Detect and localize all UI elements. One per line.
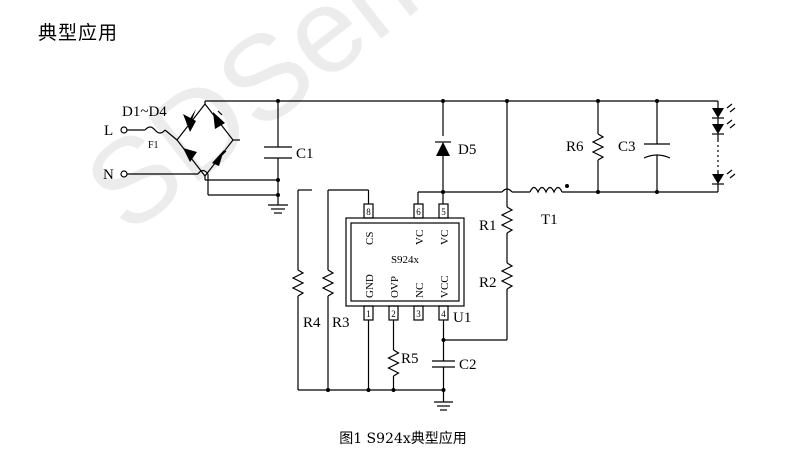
resistor-r6 (591, 133, 605, 161)
inductor-t1 (529, 186, 563, 194)
diode-d5 (436, 142, 450, 156)
ground-symbol-2 (434, 401, 453, 411)
bridge-rectifier (176, 103, 234, 177)
led-string (712, 101, 736, 192)
label-r2: R2 (479, 275, 497, 291)
label-r5: R5 (401, 351, 419, 367)
pin-ovp-label: OVP (389, 276, 401, 298)
resistor-r3 (321, 269, 335, 297)
label-r1: R1 (479, 218, 497, 234)
label-d5: D5 (458, 142, 476, 158)
section-heading: 典型应用 (38, 22, 119, 44)
ground-symbol (268, 204, 288, 214)
label-bridge: D1~D4 (122, 104, 167, 120)
label-fuse: F1 (148, 140, 159, 151)
resistor-r4 (291, 269, 305, 297)
resistor-r2 (500, 262, 514, 290)
label-c2: C2 (459, 357, 477, 373)
terminal-l (120, 126, 128, 134)
pin-8-number: 8 (366, 207, 371, 217)
pin-vcc-label: VCC (439, 275, 451, 298)
pin-4-number: 4 (441, 309, 446, 319)
resistor-r1 (500, 206, 514, 234)
terminal-n (120, 170, 128, 178)
resistor-r5 (387, 349, 400, 377)
pin-3-number: 3 (416, 309, 421, 319)
label-c3: C3 (618, 139, 636, 155)
ic-name: S924x (391, 254, 420, 266)
pin-vc-label-2: VC (439, 230, 451, 245)
label-c1: C1 (296, 146, 314, 162)
fuse-symbol (144, 126, 166, 134)
pin-1-number: 1 (366, 309, 371, 319)
pin-gnd-label: GND (364, 274, 376, 298)
pin-2-number: 2 (391, 309, 396, 319)
label-u1: U1 (453, 310, 471, 326)
figure-caption: 图1 S924x典型应用 (339, 431, 467, 447)
label-r3: R3 (332, 315, 350, 331)
pin-5-number: 5 (441, 207, 446, 217)
label-n: N (103, 167, 114, 183)
pin-nc-label: NC (414, 283, 426, 298)
label-t1: T1 (541, 212, 558, 228)
label-r6: R6 (566, 139, 584, 155)
pin-6-number: 6 (416, 207, 421, 217)
label-r4: R4 (303, 315, 321, 331)
pin-vc-label: VC (414, 230, 426, 245)
label-l: L (104, 123, 113, 139)
pin-cs-label: CS (364, 232, 376, 245)
